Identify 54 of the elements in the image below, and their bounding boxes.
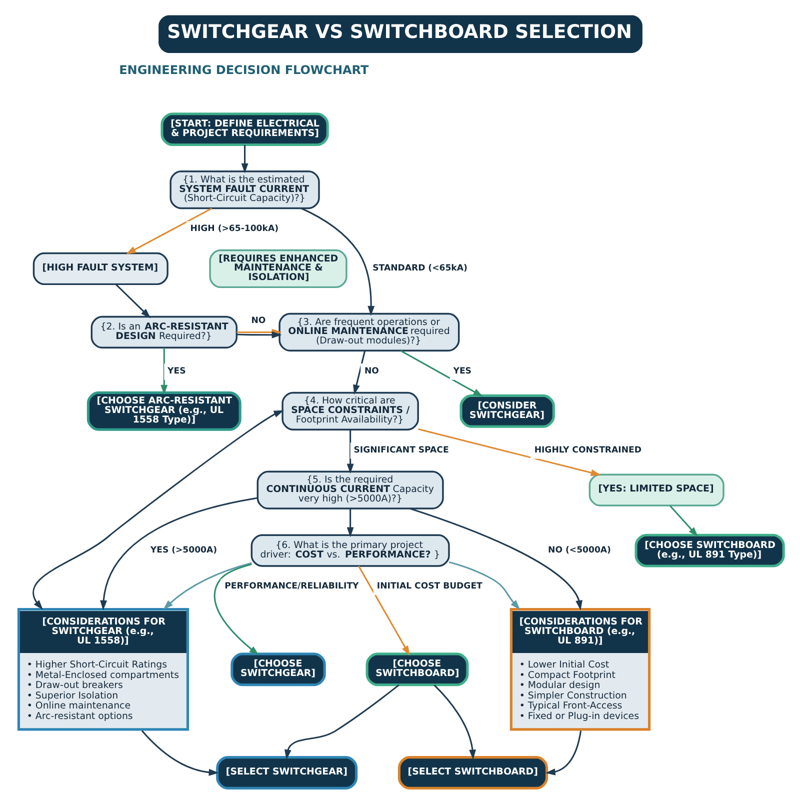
edge-label: NO [250,316,266,326]
arrow [409,508,582,610]
arrow [32,410,284,610]
arrow [160,348,168,395]
edge-label: HIGHLY CONSTRAINED [534,445,641,456]
node-box: [SELECT SWITCHGEAR] [216,756,358,790]
arrow [346,508,354,538]
arrow [140,730,218,776]
node-box: [CHOOSE ARC-RESISTANT SWITCHGEAR (e.g., UL 1558 Type)] [86,391,241,431]
arrow [544,730,582,776]
node-box: {4. How critical are SPACE CONSTRAINTS / Footprint Availability?} [281,392,418,430]
node-box: [START: DEFINE ELECTRICAL & PROJECT REQUIREMENTS] [160,112,328,146]
edge-label: PERFORMANCE/RELIABILITY [224,582,358,592]
arrow [284,684,399,760]
node-box: [SELECT SWITCHBOARD] [397,756,548,790]
arrow [114,284,150,318]
edge-label: SIGNIFICANT SPACE [353,445,448,456]
node-box: {5. Is the required CONTINUOUS CURRENT Capacity very high (>5000A)?} [256,470,444,510]
edge-label: INITIAL COST BUDGET [376,582,482,592]
arrow [300,208,374,316]
node-box: [CONSIDER SWITCHGEAR] [459,394,554,428]
node-box: {1. What is the estimated SYSTEM FAULT CURRENT (Short-Circuit Capacity)?} [169,170,320,210]
arrow [357,566,410,656]
edge-label: YES [452,366,471,376]
node-box: [HIGH FAULT SYSTEM] [32,252,168,286]
arrow [346,430,354,474]
node-box: [REQUIRES ENHANCED MAINTENANCE & ISOLATION] [208,249,347,288]
diagram-title: SWITCHGEAR VS SWITCHBOARD SELECTION [166,21,632,44]
arrow [352,350,366,395]
node-box: [CHOOSE SWITCHBOARD (e.g., UL 891 Type)] [634,534,784,568]
arrow [400,350,483,397]
edge-label: HIGH (>65-100kA) [190,224,278,234]
node-box: {6. What is the primary project driver: COST vs. PERFORMANCE?} [250,534,450,567]
node-box: [CHOOSE SWITCHGEAR] [230,652,326,686]
arrow [162,562,252,610]
edge-label: STANDARD (<65kA) [372,263,467,274]
label: ENGINEERING DECISION FLOWCHART [118,63,368,78]
node-box: [YES: LIMITED SPACE] [588,474,724,506]
arrow [125,208,212,254]
arrow [448,561,520,610]
node-box: {2. Is an ARC-RESISTANT DESIGN Required?} [90,316,237,349]
arrow [668,505,698,537]
edge-label: NO (<5000A) [548,545,610,556]
arrow [236,331,282,338]
edge-label: NO [364,366,378,376]
arrow [418,428,600,476]
arrow [433,684,476,760]
edge-label: YES (>5000A) [150,545,217,556]
arrow [240,145,248,174]
arrow [213,563,259,656]
node-box: {3. Are frequent operations or ONLINE MAINTENANCE required (Draw-out modules)?} [278,312,460,352]
arrow [100,497,258,610]
node-box: [CHOOSE SWITCHBOARD] [365,652,468,686]
edge-label: YES [167,366,186,376]
